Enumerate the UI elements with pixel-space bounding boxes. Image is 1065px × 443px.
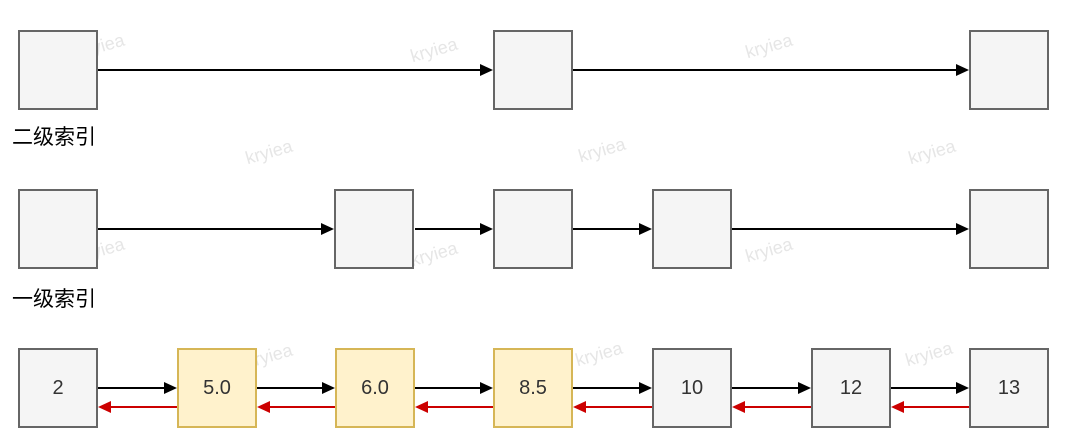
level1-arrow-2-head [480, 223, 493, 235]
forward-arrow-4-head [639, 382, 652, 394]
watermark: kryiea [576, 133, 628, 167]
forward-arrow-3-head [480, 382, 493, 394]
level1-arrow-4-line [732, 228, 956, 230]
level1-node-3 [493, 189, 573, 269]
back-arrow-3-line [428, 406, 493, 408]
watermark: kryiea [573, 337, 625, 371]
list-node-6.0: 6.0 [335, 348, 415, 428]
back-arrow-4-head [573, 401, 586, 413]
forward-arrow-2-line [257, 387, 322, 389]
level1-node-5 [969, 189, 1049, 269]
forward-arrow-4-line [573, 387, 639, 389]
level1-node-1 [18, 189, 98, 269]
back-arrow-2-head [257, 401, 270, 413]
list-node-13: 13 [969, 348, 1049, 428]
list-node-2: 2 [18, 348, 98, 428]
level1-arrow-3-head [639, 223, 652, 235]
back-arrow-4-line [586, 406, 652, 408]
level2-arrow-2-line [573, 69, 956, 71]
forward-arrow-1-line [98, 387, 164, 389]
level2-node-1 [18, 30, 98, 110]
forward-arrow-5-line [732, 387, 798, 389]
level2-arrow-1-line [98, 69, 480, 71]
list-node-5.0: 5.0 [177, 348, 257, 428]
watermark: kryiea [243, 135, 295, 169]
list-node-10: 10 [652, 348, 732, 428]
level1-arrow-2-line [415, 228, 480, 230]
forward-arrow-2-head [322, 382, 335, 394]
forward-arrow-3-line [415, 387, 480, 389]
forward-arrow-6-head [956, 382, 969, 394]
list-node-12: 12 [811, 348, 891, 428]
level1-arrow-4-head [956, 223, 969, 235]
back-arrow-1-line [111, 406, 177, 408]
watermark: kryiea [906, 135, 958, 169]
level1-node-4 [652, 189, 732, 269]
level2-label: 二级索引 [12, 126, 96, 149]
back-arrow-5-line [745, 406, 811, 408]
back-arrow-5-head [732, 401, 745, 413]
back-arrow-2-line [270, 406, 335, 408]
level1-node-2 [334, 189, 414, 269]
level1-arrow-1-line [98, 228, 321, 230]
back-arrow-6-head [891, 401, 904, 413]
level1-arrow-1-head [321, 223, 334, 235]
back-arrow-6-line [904, 406, 969, 408]
watermark: kryiea [743, 29, 795, 63]
level2-node-3 [969, 30, 1049, 110]
forward-arrow-5-head [798, 382, 811, 394]
list-node-8.5: 8.5 [493, 348, 573, 428]
level1-arrow-3-line [573, 228, 639, 230]
level2-arrow-1-head [480, 64, 493, 76]
forward-arrow-6-line [891, 387, 956, 389]
back-arrow-3-head [415, 401, 428, 413]
back-arrow-1-head [98, 401, 111, 413]
watermark: kryiea [408, 33, 460, 67]
forward-arrow-1-head [164, 382, 177, 394]
watermark: kryiea [743, 233, 795, 267]
level2-node-2 [493, 30, 573, 110]
watermark: kryiea [903, 337, 955, 371]
level1-label: 一级索引 [12, 288, 96, 311]
level2-arrow-2-head [956, 64, 969, 76]
watermark: kryiea [408, 237, 460, 271]
